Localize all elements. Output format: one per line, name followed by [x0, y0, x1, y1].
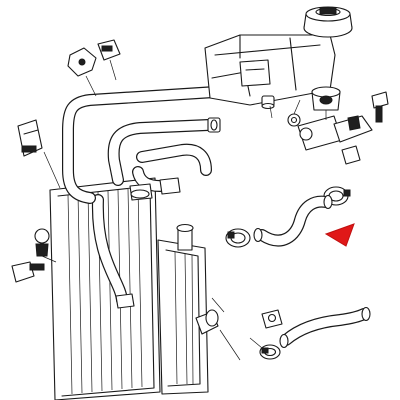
left-sensor-clip — [17, 119, 43, 157]
expansion-tank-cap — [303, 6, 353, 38]
hose-clamp-lower — [259, 344, 281, 360]
red-indicator-arrow — [324, 223, 355, 247]
leader-lines — [41, 59, 327, 361]
short-bent-hoses — [129, 143, 212, 201]
lower-left-clip — [11, 261, 45, 283]
vertical-bypass-hose — [91, 194, 135, 309]
hose-clamp-left — [225, 228, 251, 248]
lower-radiator-hose — [261, 306, 371, 349]
expansion-tank — [204, 34, 336, 110]
mounting-bolt — [371, 91, 389, 123]
thermostat-seal — [287, 113, 361, 165]
bleed-screw — [34, 228, 50, 257]
upper-radiator-hose — [253, 194, 333, 247]
radiator — [49, 177, 219, 400]
flange-housing — [297, 115, 373, 151]
upper-left-bracket — [67, 39, 121, 77]
upper-coolant-pipes — [62, 86, 221, 204]
coolant-sensor — [311, 86, 341, 111]
